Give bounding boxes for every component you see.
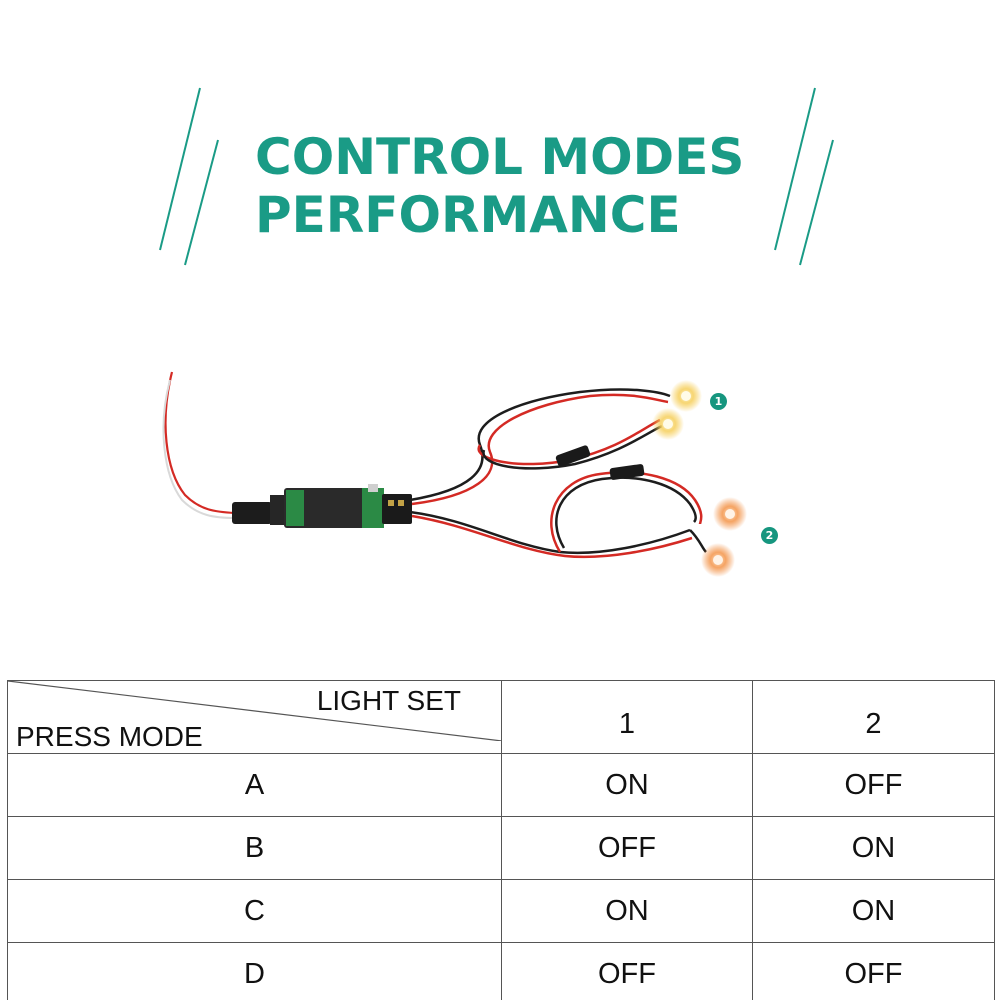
input-connector [232, 502, 272, 524]
title-line-2: PERFORMANCE [255, 186, 681, 244]
mode-cell: C [7, 879, 502, 943]
table-row: D OFF OFF [7, 942, 995, 1000]
left-slash-outer [159, 87, 201, 251]
mode-cell: B [7, 816, 502, 880]
table-row: A ON OFF [7, 753, 995, 817]
light-set-1-marker: 1 [710, 393, 727, 410]
table-row: B OFF ON [7, 816, 995, 880]
mode-cell: D [7, 942, 502, 1000]
wire-splice-2 [609, 464, 645, 480]
led-set-1 [652, 380, 702, 440]
product-illustration [162, 371, 747, 577]
led-set-2 [701, 497, 747, 577]
set-1-state-cell: ON [501, 753, 753, 817]
control-modes-table: LIGHT SET PRESS MODE 1 2 A ON OFF B OFF … [7, 680, 995, 1000]
wire-loop-set-2 [409, 464, 707, 559]
table-header-row: LIGHT SET PRESS MODE 1 2 [7, 680, 995, 754]
column-header-set-1: 1 [501, 680, 753, 754]
input-lead [162, 371, 272, 524]
light-set-label: LIGHT SET [316, 685, 461, 716]
table-corner-cell: LIGHT SET PRESS MODE [7, 680, 502, 754]
set-1-state-cell: OFF [501, 942, 753, 1000]
page-title: CONTROL MODES PERFORMANCE [255, 128, 744, 244]
mode-cell: A [7, 753, 502, 817]
title-decoration [159, 87, 834, 266]
light-set-2-marker: 2 [761, 527, 778, 544]
wire-splice-1 [555, 445, 591, 467]
left-slash-inner [184, 139, 219, 266]
title-line-1: CONTROL MODES [255, 128, 745, 186]
press-mode-label: PRESS MODE [16, 721, 203, 752]
column-header-set-2: 2 [752, 680, 995, 754]
corner-diagonal [8, 681, 501, 741]
right-slash-outer [774, 87, 816, 251]
wire-loop-set-1 [409, 388, 671, 506]
set-2-state-cell: OFF [752, 753, 995, 817]
right-slash-inner [799, 139, 834, 266]
set-2-state-cell: OFF [752, 942, 995, 1000]
set-2-state-cell: ON [752, 816, 995, 880]
set-1-state-cell: ON [501, 879, 753, 943]
set-2-state-cell: ON [752, 879, 995, 943]
table-row: C ON ON [7, 879, 995, 943]
controller-board [270, 484, 412, 528]
set-1-state-cell: OFF [501, 816, 753, 880]
